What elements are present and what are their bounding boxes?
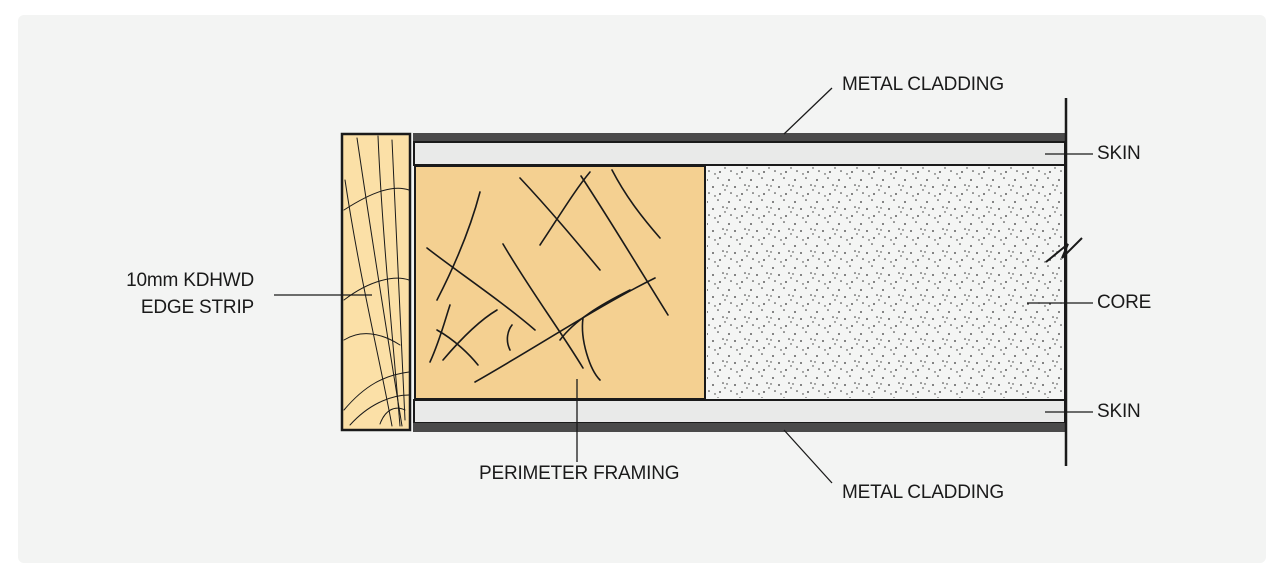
- break-symbol: [1045, 237, 1083, 263]
- label-edge-strip-line2: EDGE STRIP: [140, 297, 254, 318]
- leader-metal-cladding-bottom: [783, 429, 833, 484]
- label-metal-cladding-bottom: METAL CLADDING: [842, 482, 1004, 503]
- label-perimeter-framing: PERIMETER FRAMING: [479, 463, 680, 484]
- bottom-metal-cladding: [413, 423, 1065, 432]
- label-skin-bottom: SKIN: [1097, 401, 1141, 422]
- label-core: CORE: [1097, 292, 1152, 313]
- label-skin-top: SKIN: [1097, 143, 1141, 164]
- leader-metal-cladding-top: [783, 87, 833, 135]
- perimeter-framing: [414, 165, 706, 400]
- bottom-skin: [413, 399, 1066, 424]
- top-skin: [413, 141, 1066, 166]
- core-speckle: [707, 167, 1064, 398]
- label-metal-cladding-top: METAL CLADDING: [842, 74, 1004, 95]
- label-edge-strip-line1: 10mm KDHWD: [126, 270, 254, 291]
- top-metal-cladding: [413, 133, 1065, 142]
- framing-grain: [426, 169, 669, 383]
